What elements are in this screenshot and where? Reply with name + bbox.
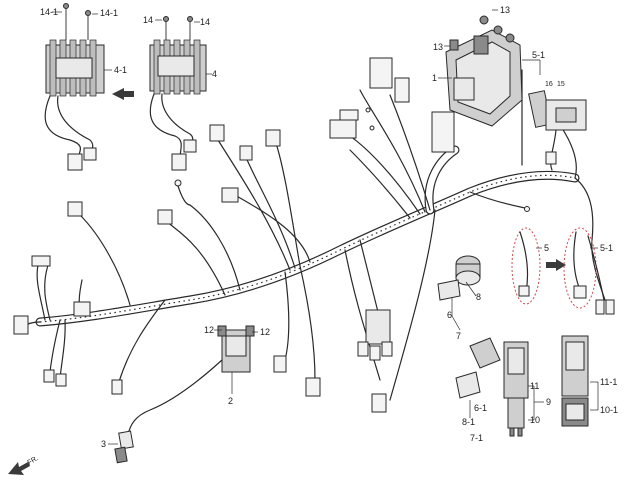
connector-upper-left [67,201,83,217]
relay-socket-8 [455,255,481,286]
relay-assembly-9 [503,341,529,437]
callout-11-1: 11-1 [600,377,617,387]
ground-terminal [174,179,182,187]
callout-8: 8 [476,292,481,302]
terminal-center [524,206,530,212]
connector-bottom-a [273,355,287,373]
callout-10: 10 [530,415,540,425]
callout-8-1: 8-1 [462,417,475,427]
sensor-5-1-top [528,90,587,171]
main-wire-harness [35,69,606,327]
callout-12-b: 12 [260,327,270,337]
connector-left-cluster [329,119,357,139]
connector-upper-cluster-b [394,77,410,103]
callout-15: 15 [557,81,565,88]
connector-top-d [221,187,239,203]
callout-2: 2 [228,396,233,406]
terminal-upper-b [369,125,375,131]
connector-near-left [73,301,91,317]
callout-6: 6 [447,310,452,320]
terminal-upper-a [365,107,371,113]
regulator-rectifier-4-1 [44,39,105,171]
connector-cluster-bottom [365,309,391,345]
detail-circle-5-1 [563,227,615,315]
connector-left-lower-a [43,369,55,383]
connector-top-b [239,145,253,161]
connector-left-end [13,315,29,335]
callout-11: 11 [530,381,539,391]
callout-14-1-b: 14-1 [100,8,118,18]
callout-6-1: 6-1 [474,403,487,413]
callout-13-b: 13 [500,5,510,15]
bracket-6 [437,279,461,301]
callout-14-b: 14 [200,17,210,27]
ecu-unit-1 [445,15,523,127]
spark-plug-cap-3 [114,430,134,464]
upper-branch-wires [209,124,321,397]
callout-16: 16 [545,81,553,88]
callout-3: 3 [101,439,106,449]
callout-1: 1 [432,73,437,83]
connector-bottom-c [371,393,387,413]
callout-9: 9 [546,397,551,407]
leader-lines [52,9,599,445]
callout-5: 5 [544,243,549,253]
connector-left-lower-b [55,373,67,387]
connector-left-upper [31,255,51,267]
detail-circle-5 [511,227,541,305]
regulator-rectifier-4 [149,39,207,171]
callout-14-a: 14 [143,15,153,25]
connector-left-cluster-b [339,109,359,121]
connector-ecu-below [431,111,455,153]
connector-mid-left [157,209,173,225]
center-branch-wires [329,57,530,413]
front-marker-label: FR. [27,455,40,467]
callout-7: 7 [456,331,461,341]
holder-7 [455,337,501,399]
connector-bottom-b [305,377,321,397]
front-direction-arrow-icon [8,462,30,475]
screw-icon [163,16,193,40]
callout-5-1-right: 5-1 [600,243,613,253]
callout-14-1-a: 14-1 [40,7,58,17]
callout-5-1-top: 5-1 [532,50,545,60]
connector-lower-left [111,379,123,395]
bolt-icon [63,3,91,40]
direction-arrow-right-icon [546,259,566,271]
callout-10-1: 10-1 [600,405,618,415]
ignition-coil-2 [127,325,255,436]
callout-4: 4 [212,69,217,79]
left-harness-branches [13,179,241,395]
callout-7-1: 7-1 [470,433,483,443]
nut-icon [479,15,489,25]
relay-assembly-9-1 [561,335,589,427]
callout-12-a: 12 [204,325,214,335]
connector-top-a [209,124,225,142]
direction-arrow-icon [112,88,134,100]
connector-top-c [265,129,281,147]
callout-4-1: 4-1 [114,65,127,75]
callout-13-a: 13 [433,42,443,52]
connector-upper-cluster [369,57,393,89]
